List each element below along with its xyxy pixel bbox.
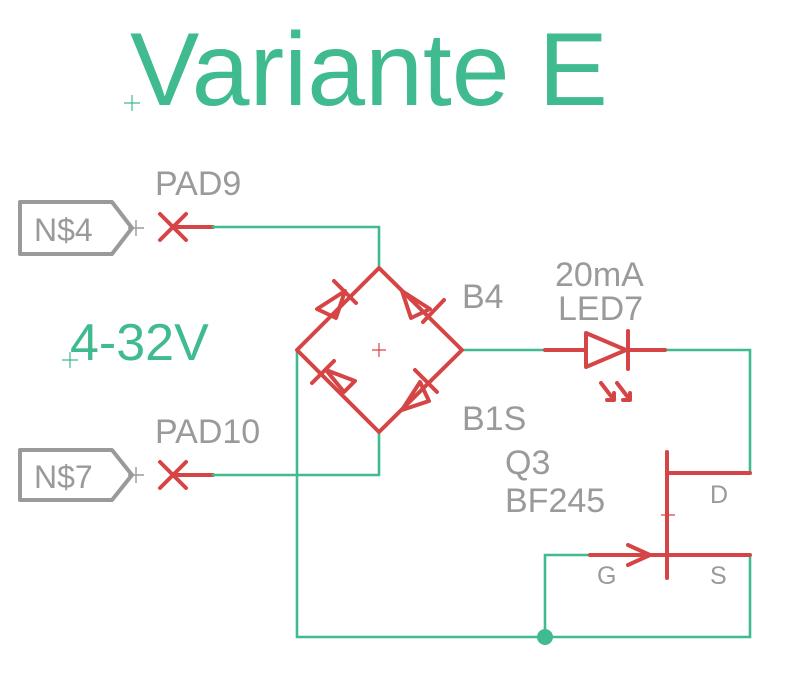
- transistor-q3[interactable]: Q3 BF245 D G S: [505, 444, 752, 590]
- wire-pad10-bridge: [211, 430, 381, 477]
- voltage-label: 4-32V: [70, 314, 209, 372]
- led[interactable]: 20mA LED7: [543, 256, 667, 402]
- pin-source-label: S: [710, 562, 727, 590]
- diode-upper-right: [400, 289, 432, 320]
- pin-gate-label: G: [597, 562, 616, 590]
- pad10-label: PAD10: [155, 413, 260, 451]
- led-value: 20mA: [555, 256, 644, 294]
- net-flag-n7[interactable]: N$7: [18, 448, 144, 502]
- net-flag-n7-label: N$7: [34, 459, 93, 495]
- pin-drain-label: D: [710, 481, 728, 509]
- bridge-name: B4: [462, 278, 504, 316]
- pad9[interactable]: PAD9: [155, 165, 241, 242]
- title-origin-marker: [124, 95, 140, 111]
- transistor-value: BF245: [505, 482, 605, 520]
- wire-pad9-bridge: [211, 225, 381, 270]
- net-flag-n4-label: N$4: [34, 212, 93, 248]
- transistor-name: Q3: [505, 444, 550, 482]
- diode-upper-left: [315, 289, 347, 320]
- wire-gate-ground: [543, 553, 592, 639]
- voltage-origin-marker: [62, 352, 78, 368]
- bridge-rectifier[interactable]: B4 B1S: [295, 266, 526, 438]
- junction-dot: [537, 629, 553, 645]
- net-flag-n4[interactable]: N$4: [18, 200, 144, 256]
- pad9-label: PAD9: [155, 165, 241, 203]
- wire-led-drain: [663, 348, 752, 475]
- gate-arrow: [626, 543, 652, 567]
- diode-lower-right: [400, 380, 431, 412]
- pad10[interactable]: PAD10: [155, 413, 260, 490]
- schematic-title: Variante E: [130, 12, 608, 128]
- diode-lower-left: [324, 368, 357, 394]
- led-name: LED7: [558, 290, 643, 328]
- bridge-value: B1S: [462, 400, 526, 438]
- led-triangle: [584, 331, 628, 369]
